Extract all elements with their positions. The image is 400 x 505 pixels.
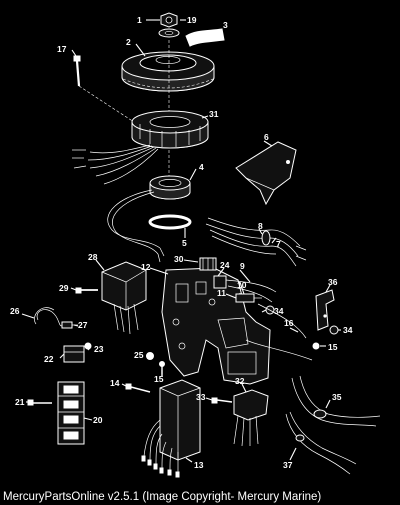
- trigger-wire-harness[interactable]: [107, 189, 165, 263]
- image-caption: MercuryPartsOnline v2.5.1 (Image Copyrig…: [3, 491, 322, 503]
- switch-box[interactable]: [141, 379, 201, 478]
- callout-29: 29: [59, 283, 69, 293]
- callout-15: 15: [154, 374, 164, 384]
- callout-14: 14: [110, 378, 120, 388]
- callout-27: 27: [78, 320, 88, 330]
- retaining-ring[interactable]: [148, 214, 192, 230]
- callout-33: 33: [196, 392, 206, 402]
- callout-19: 19: [187, 15, 197, 25]
- stator-wire-harness[interactable]: [72, 144, 159, 185]
- callout-32: 32: [235, 376, 245, 386]
- callout-10: 10: [237, 280, 247, 290]
- callout-35: 35: [332, 392, 342, 402]
- callout-25: 25: [134, 350, 144, 360]
- callout-23: 23: [94, 344, 104, 354]
- callout-28: 28: [88, 252, 98, 262]
- leader-lines: [21, 19, 341, 463]
- callout-15-right: 15: [328, 342, 338, 352]
- callout-37: 37: [283, 460, 293, 470]
- cover-bracket[interactable]: [235, 141, 297, 206]
- callout-16: 16: [284, 318, 294, 328]
- callout-22: 22: [44, 354, 54, 364]
- stator[interactable]: [131, 110, 209, 149]
- callout-labels: 1 19 3 2 17 31 4 6 5 8 7 30 12 28 24 9 1…: [10, 15, 353, 470]
- screw-mount[interactable]: [27, 399, 52, 406]
- callout-21: 21: [15, 397, 25, 407]
- callout-36: 36: [328, 277, 338, 287]
- plug-wire[interactable]: [225, 279, 277, 303]
- callout-12: 12: [141, 262, 151, 272]
- callout-8: 8: [258, 221, 263, 231]
- screw-long[interactable]: [125, 383, 151, 393]
- washer[interactable]: [158, 28, 180, 38]
- callout-31: 31: [209, 109, 219, 119]
- wire-harness[interactable]: [205, 217, 307, 267]
- screw[interactable]: [75, 287, 98, 294]
- callout-6: 6: [264, 132, 269, 142]
- callout-26: 26: [10, 306, 20, 316]
- coil-pack[interactable]: [57, 381, 85, 445]
- callout-13: 13: [194, 460, 204, 470]
- callout-9: 9: [240, 261, 245, 271]
- terminal-block[interactable]: [213, 275, 227, 289]
- lead[interactable]: [34, 307, 63, 327]
- exploded-parts-diagram: 1 19 3 2 17 31 4 6 5 8 7 30 12 28 24 9 1…: [10, 12, 381, 478]
- retainer[interactable]: [312, 342, 320, 350]
- callout-3: 3: [223, 20, 228, 30]
- wire-harness-37[interactable]: [285, 411, 357, 475]
- rectifier[interactable]: [101, 261, 147, 335]
- callout-11: 11: [217, 288, 226, 298]
- callout-34: 34: [274, 306, 284, 316]
- screw-33[interactable]: [211, 397, 233, 404]
- bracket[interactable]: [315, 289, 335, 331]
- decal[interactable]: [185, 28, 225, 47]
- callout-5: 5: [182, 238, 187, 248]
- callout-30: 30: [174, 254, 184, 264]
- callout-1: 1: [137, 15, 142, 25]
- voltage-regulator[interactable]: [233, 389, 269, 447]
- capacitor[interactable]: [235, 293, 262, 303]
- callout-2: 2: [126, 37, 131, 47]
- callout-4: 4: [199, 162, 204, 172]
- flywheel[interactable]: [121, 51, 215, 92]
- coil[interactable]: [63, 345, 85, 363]
- callout-17: 17: [57, 44, 67, 54]
- callout-34-right: 34: [343, 325, 353, 335]
- ground-lead[interactable]: [245, 303, 313, 361]
- trigger[interactable]: [149, 175, 191, 200]
- callout-7: 7: [276, 239, 281, 249]
- bolt[interactable]: [73, 55, 141, 127]
- callout-20: 20: [93, 415, 103, 425]
- grounding-screw[interactable]: [84, 342, 92, 350]
- callout-24: 24: [220, 260, 230, 270]
- wire-harness-35[interactable]: [291, 375, 381, 427]
- flywheel-nut[interactable]: [160, 12, 178, 28]
- connector[interactable]: [199, 257, 217, 271]
